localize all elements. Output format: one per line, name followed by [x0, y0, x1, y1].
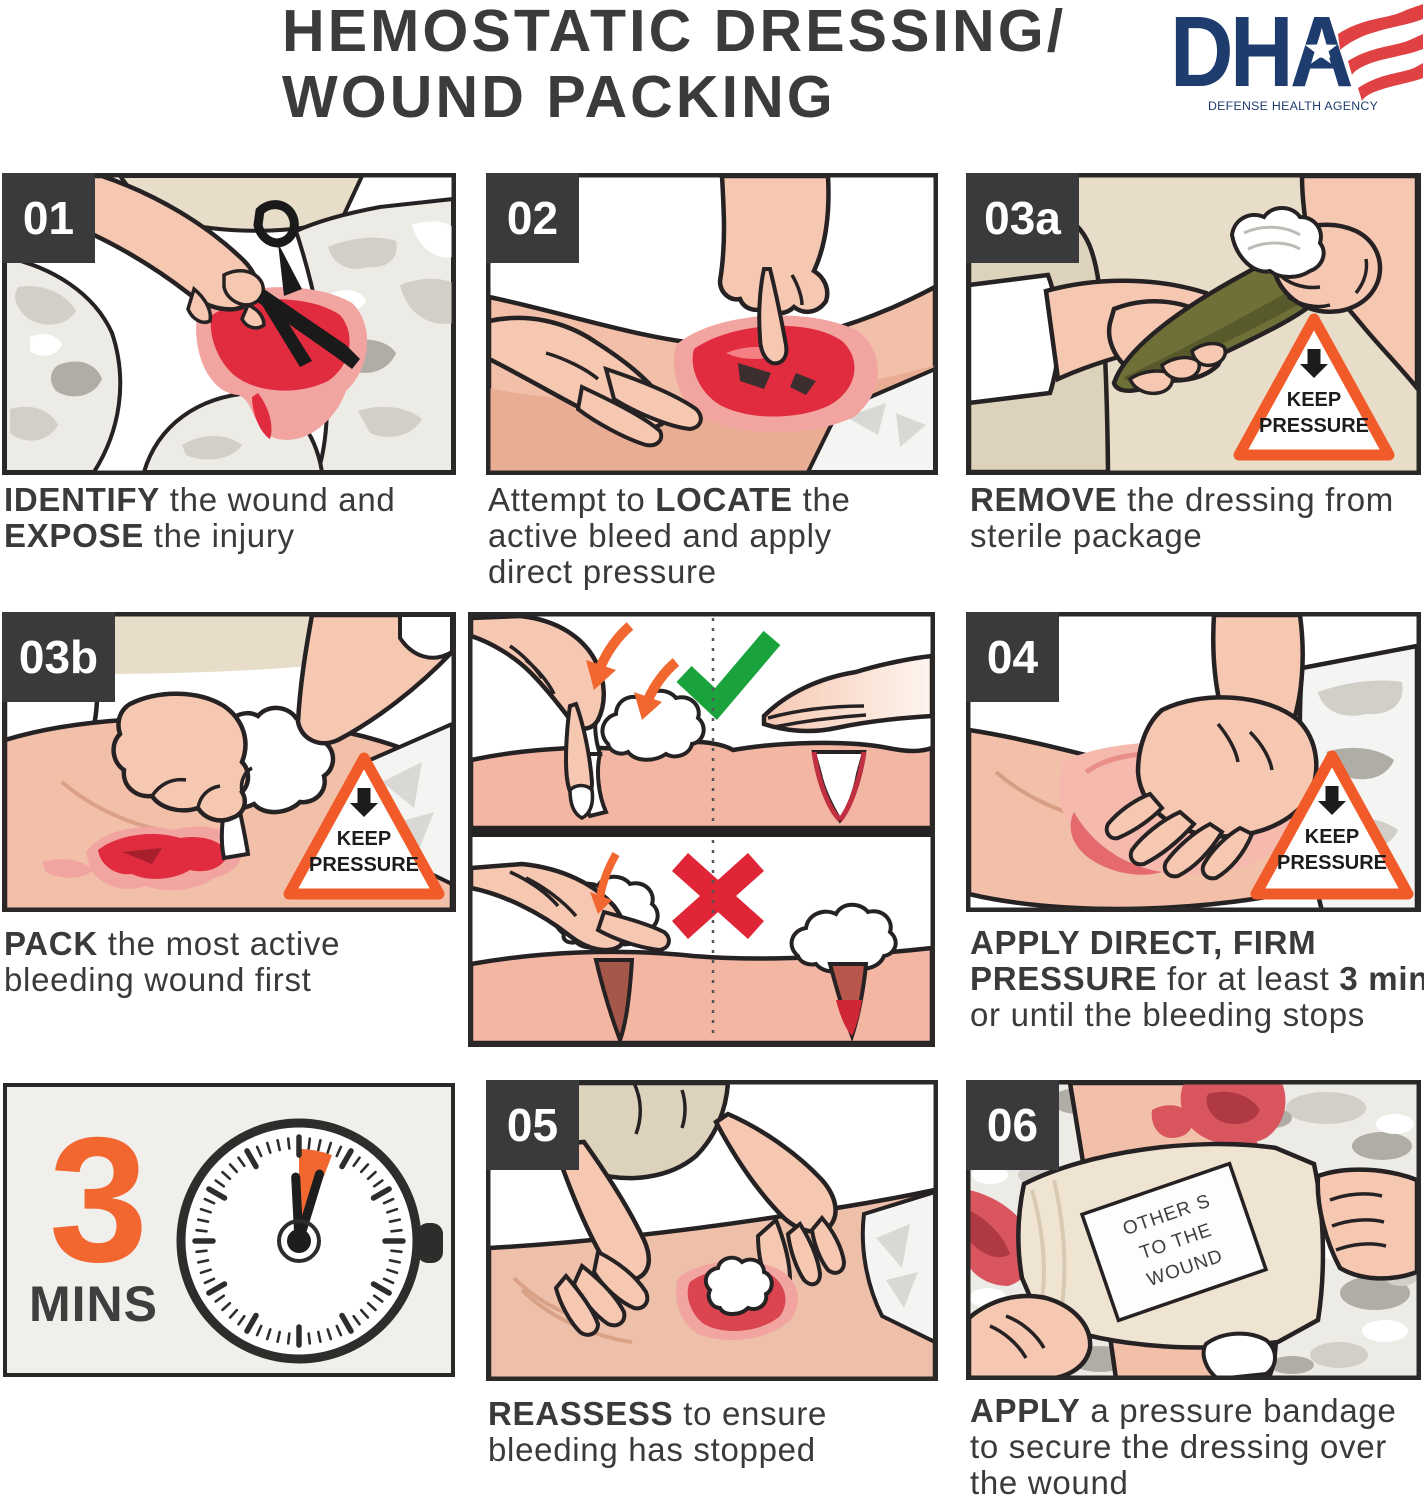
svg-text:KEEP: KEEP	[1287, 389, 1341, 411]
svg-text:KEEP: KEEP	[1305, 826, 1359, 848]
svg-text:PRESSURE: PRESSURE	[309, 854, 419, 876]
svg-text:MINS: MINS	[29, 1276, 158, 1332]
svg-text:PRESSURE: PRESSURE	[1259, 415, 1369, 437]
svg-text:KEEP: KEEP	[337, 828, 391, 850]
svg-text:3: 3	[49, 1100, 148, 1299]
svg-text:DEFENSE HEALTH AGENCY: DEFENSE HEALTH AGENCY	[1208, 99, 1378, 113]
svg-text:PRESSURE: PRESSURE	[1277, 852, 1387, 874]
